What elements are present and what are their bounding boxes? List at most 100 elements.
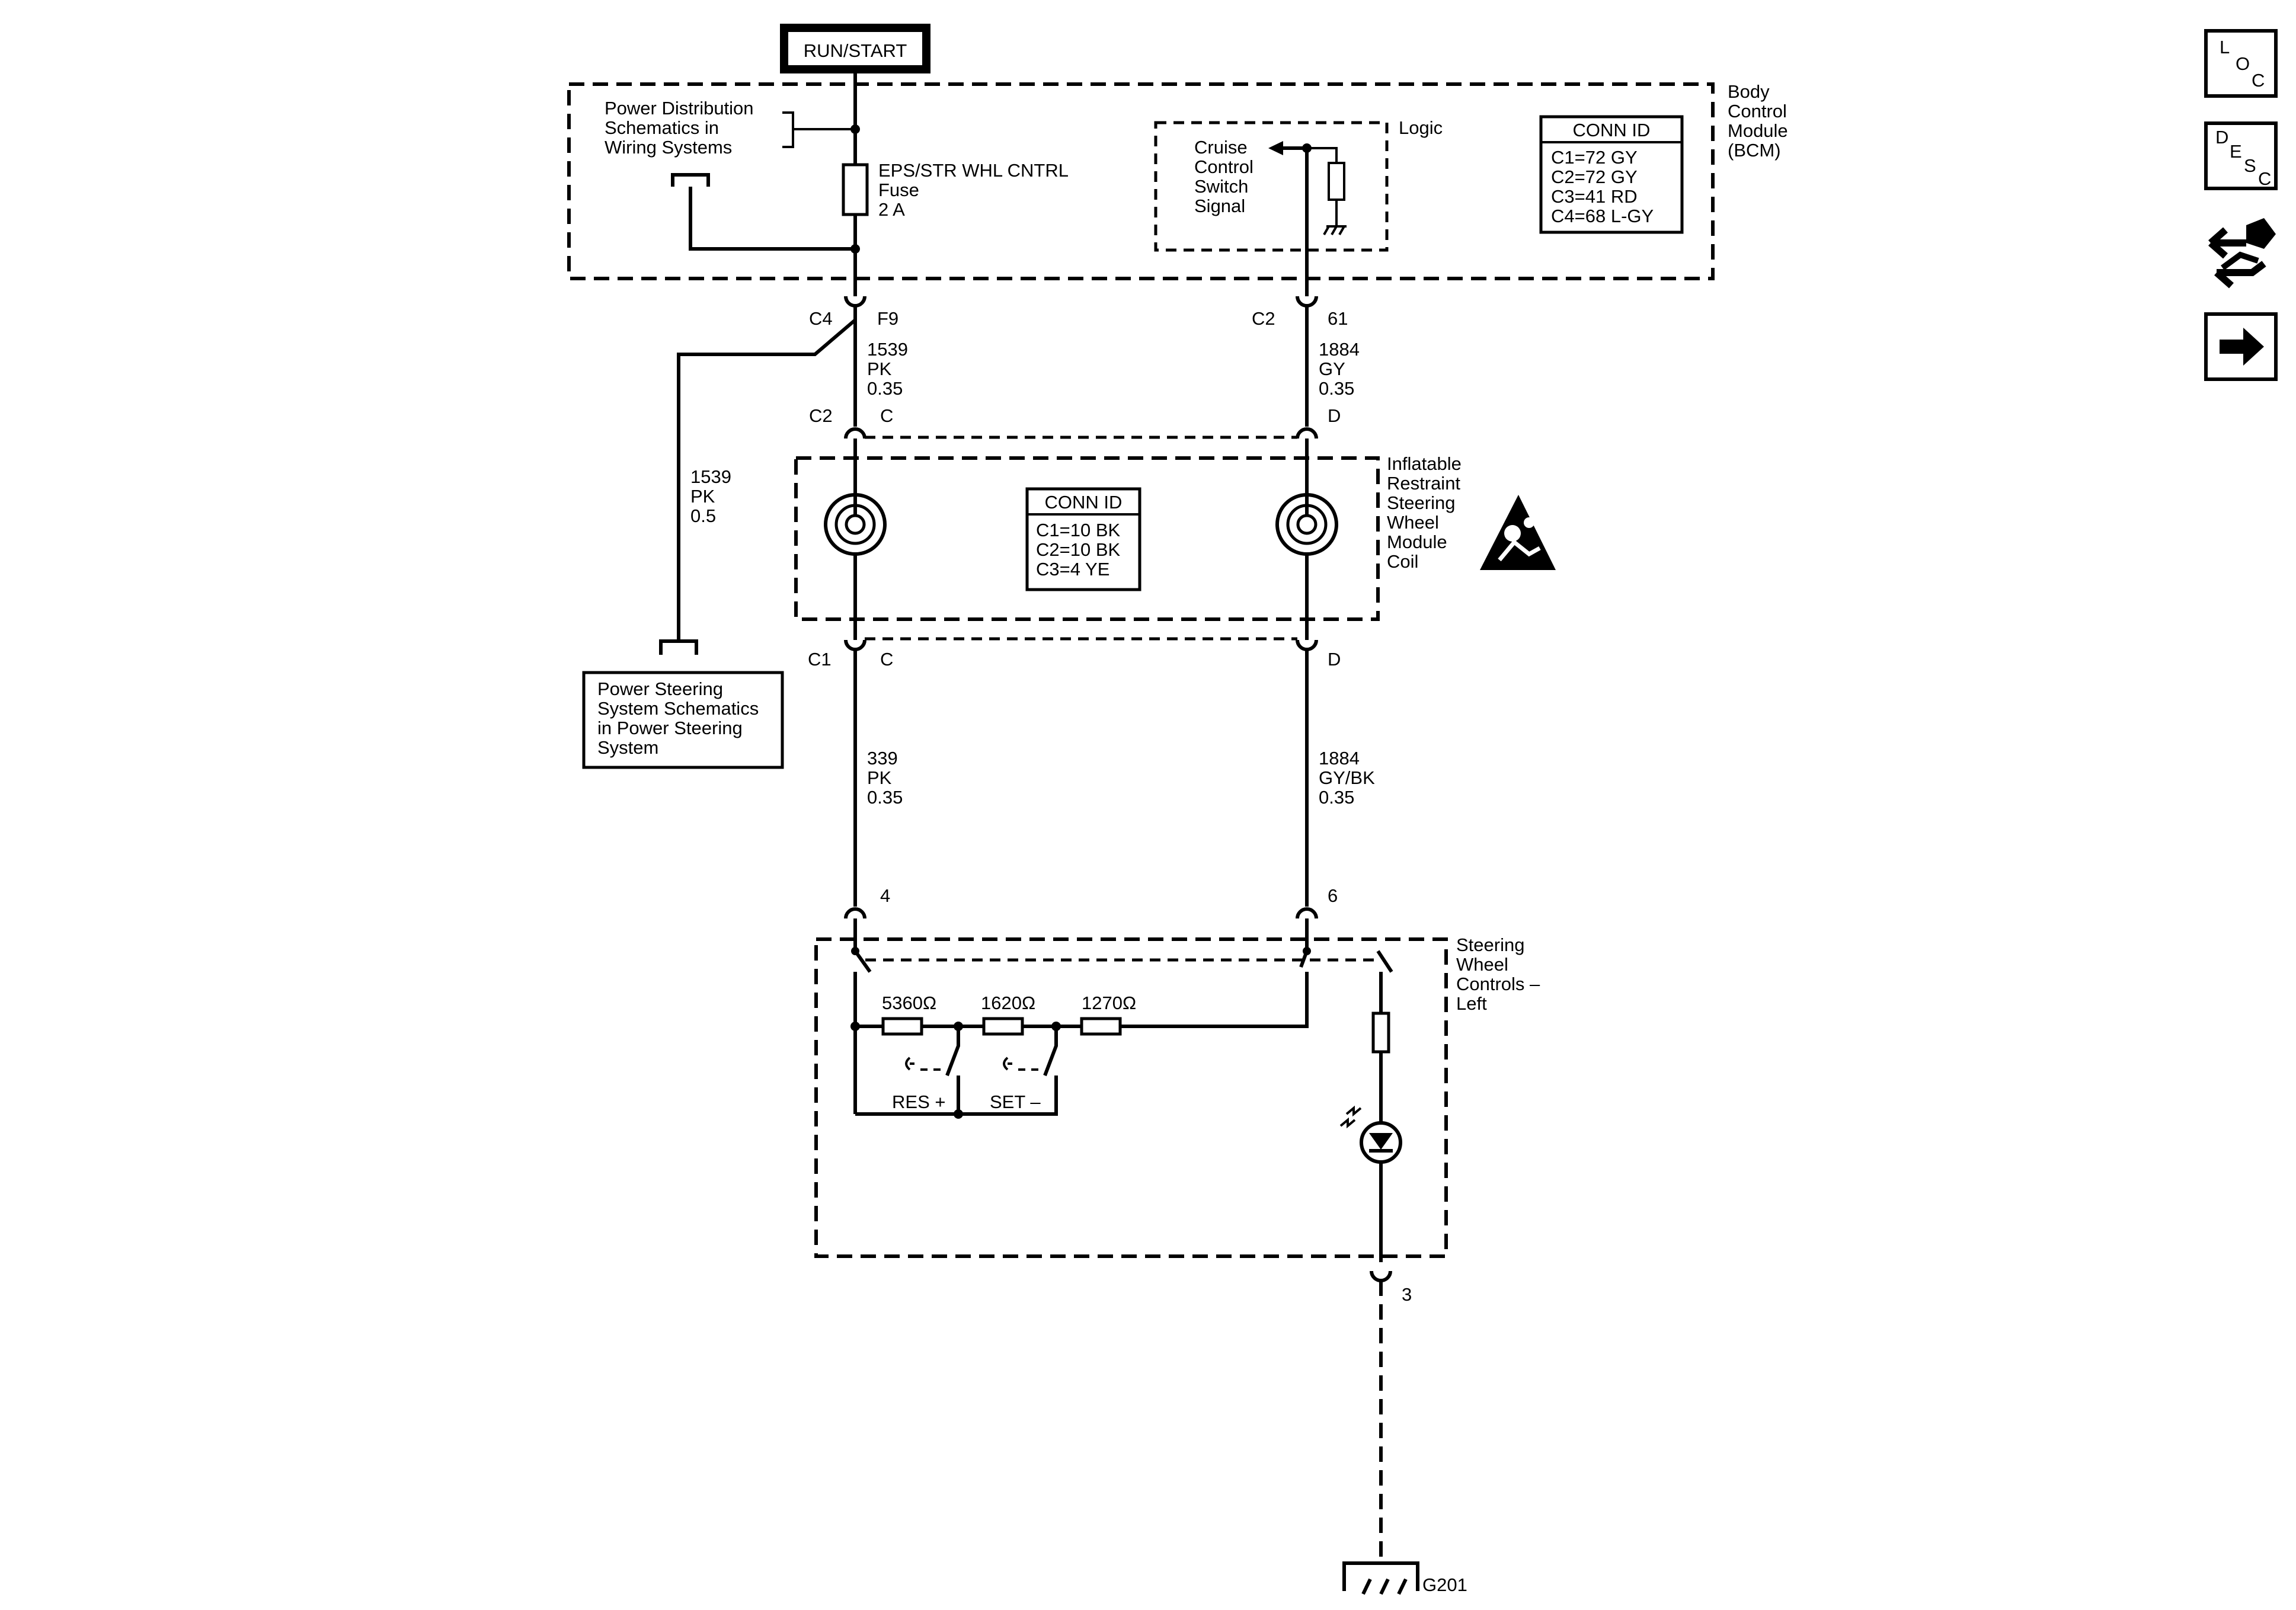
resistor-1270-label: 1270Ω — [1082, 993, 1136, 1013]
run-start-power-box: RUN/START — [780, 24, 930, 73]
resistor-5360-icon — [881, 1017, 923, 1036]
power-steering-ref-4: System — [597, 737, 658, 758]
desc-letter-s: S — [2244, 155, 2256, 176]
bcm-label-1: Body — [1728, 81, 1770, 102]
resistor-1620-label: 1620Ω — [981, 993, 1035, 1013]
power-steering-ref-3: in Power Steering — [597, 718, 743, 738]
swc-boundary — [814, 937, 1448, 1258]
resistor-1620-icon — [982, 1017, 1024, 1036]
ground-g201-icon — [1342, 1561, 1419, 1595]
swc-label-2: Wheel — [1456, 954, 1508, 975]
connector-c2-61-icon — [1296, 296, 1318, 308]
coil-c1-d-icon — [1296, 639, 1318, 651]
pullup-wire — [1307, 147, 1338, 163]
fuse-label-2: Fuse — [878, 180, 919, 200]
w1884-bottom-2: GY/BK — [1319, 767, 1375, 788]
w1539-top-3: 0.35 — [867, 378, 903, 399]
connector-end-view-icon[interactable] — [2208, 218, 2276, 289]
led-resistor-icon — [1371, 1012, 1390, 1054]
bcm-c4-label: C4 — [809, 308, 833, 329]
ground-label: G201 — [1422, 1574, 1467, 1595]
fuse-label-3: 2 A — [878, 199, 905, 220]
coil-label-3: Steering — [1387, 492, 1455, 513]
bcm-conn-id-c1: C1=72 GY — [1551, 147, 1638, 168]
cruise-signal-1: Cruise — [1194, 137, 1248, 158]
coil-conn-id-box: CONN ID C1=10 BK C2=10 BK C3=4 YE — [1025, 487, 1141, 591]
logic-label: Logic — [1399, 117, 1443, 138]
w1539-top-1: 1539 — [867, 339, 908, 360]
coil-c1-c-icon — [844, 639, 866, 651]
cruise-signal-3: Switch — [1194, 176, 1248, 197]
swc-label-3: Controls – — [1456, 974, 1540, 994]
switch-return-node — [954, 1109, 963, 1119]
w1884-top-2: GY — [1319, 359, 1345, 379]
set-switch-icon — [1043, 1026, 1058, 1093]
bcm-conn-id-c3: C3=41 RD — [1551, 186, 1638, 207]
res-switch-label: RES + — [892, 1092, 945, 1112]
bcm-conn-id-box: CONN ID C1=72 GY C2=72 GY C3=41 RD C4=68… — [1539, 115, 1684, 234]
coil-conn-id-c3: C3=4 YE — [1036, 559, 1109, 580]
swc-left-contact — [853, 950, 872, 973]
coil-c2-c-icon — [844, 427, 866, 439]
w1884-bottom-3: 0.35 — [1319, 787, 1354, 808]
bcm-label-4: (BCM) — [1728, 140, 1781, 161]
logic-boundary — [1154, 121, 1389, 252]
coil-top-c-label: C — [880, 405, 893, 426]
bcm-label-3: Module — [1728, 120, 1788, 141]
pullup-resistor-icon — [1328, 162, 1345, 201]
fuse-icon — [842, 163, 869, 216]
power-dist-connector-wire — [671, 173, 855, 251]
signal-arrow-icon — [1268, 141, 1283, 155]
resistor-5360-label: 5360Ω — [882, 993, 936, 1013]
swc-label-1: Steering — [1456, 934, 1524, 955]
desc-button[interactable]: D E S C — [2204, 121, 2278, 190]
coil-bottom-c-label: C — [880, 649, 893, 670]
loc-letter-l: L — [2220, 37, 2230, 57]
clockspring-left-icon — [824, 493, 887, 556]
set-switch-actuator-icon — [1003, 1057, 1038, 1071]
w1884-top-3: 0.35 — [1319, 378, 1354, 399]
wire-signal-internal — [1280, 146, 1309, 296]
desc-letter-d: D — [2215, 127, 2228, 148]
swc-pin-3-icon — [1370, 1270, 1392, 1282]
led-light-rays-icon — [1339, 1105, 1362, 1129]
w1884-top-1: 1884 — [1319, 339, 1360, 360]
w1884-bottom-1: 1884 — [1319, 748, 1360, 769]
loc-button[interactable]: L O C — [2204, 29, 2278, 98]
coil-top-d-label: D — [1328, 405, 1341, 426]
swc-pin-4-icon — [844, 907, 866, 919]
coil-label-6: Coil — [1387, 551, 1418, 572]
bcm-boundary — [567, 82, 1715, 280]
res-switch-icon — [945, 1026, 960, 1093]
w1539-top-2: PK — [867, 359, 892, 379]
wire-1539-branch — [677, 318, 856, 643]
loc-letter-c: C — [2252, 70, 2265, 91]
power-dist-bracket — [782, 111, 855, 148]
bcm-61-label: 61 — [1328, 308, 1348, 329]
airbag-warning-icon — [1480, 495, 1556, 570]
clockspring-right-icon — [1275, 493, 1338, 556]
cruise-signal-4: Signal — [1194, 196, 1245, 216]
swc-right-contact — [1299, 950, 1309, 968]
coil-conn-id-c2: C2=10 BK — [1036, 539, 1121, 560]
next-page-button[interactable] — [2204, 312, 2278, 381]
power-steering-ref-2: System Schematics — [597, 698, 759, 719]
coil-boundary — [794, 456, 1380, 621]
coil-label-4: Wheel — [1387, 512, 1439, 533]
coil-conn-id-title: CONN ID — [1045, 492, 1123, 513]
coil-conn-id-c1: C1=10 BK — [1036, 520, 1121, 540]
set-switch-label: SET – — [990, 1092, 1041, 1112]
swc-pin-4-label: 4 — [880, 885, 890, 906]
coil-c2-d-icon — [1296, 427, 1318, 439]
desc-letter-e: E — [2230, 141, 2242, 162]
power-steering-ref-box: Power Steering System Schematics in Powe… — [582, 671, 784, 769]
swc-label-4: Left — [1456, 993, 1487, 1014]
power-steering-ref-1: Power Steering — [597, 678, 723, 699]
resistor-ladder-wire — [853, 972, 1309, 1114]
internal-ground-icon — [1323, 200, 1347, 235]
power-dist-ref-2: Schematics in — [605, 117, 719, 138]
fuse-label-1: EPS/STR WHL CNTRL — [878, 160, 1069, 181]
run-start-label: RUN/START — [804, 40, 907, 61]
swc-pin-6-icon — [1296, 907, 1318, 919]
